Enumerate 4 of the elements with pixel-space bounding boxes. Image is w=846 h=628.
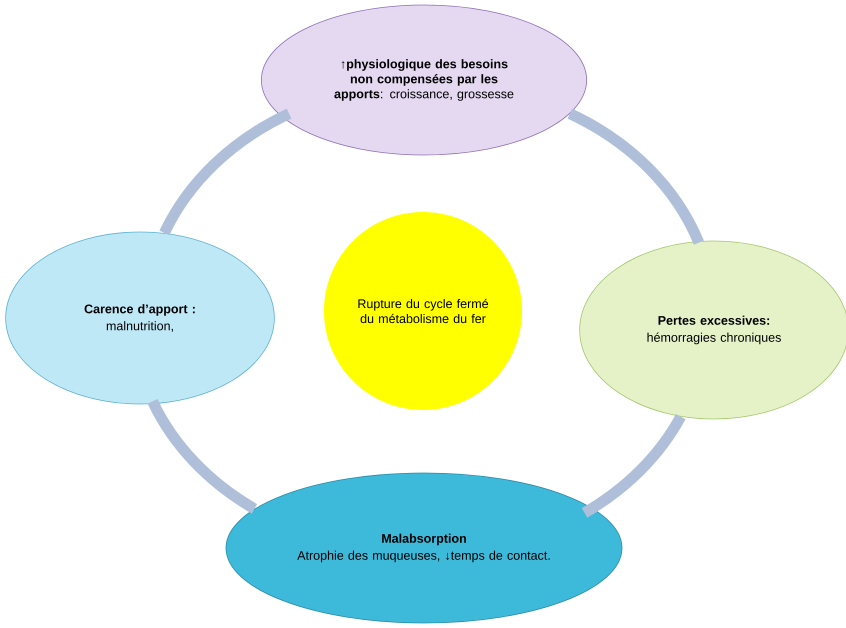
ring-arc	[567, 108, 704, 245]
ring-arc	[159, 108, 292, 236]
ring-arc	[148, 398, 258, 514]
ring-arc	[582, 414, 686, 518]
